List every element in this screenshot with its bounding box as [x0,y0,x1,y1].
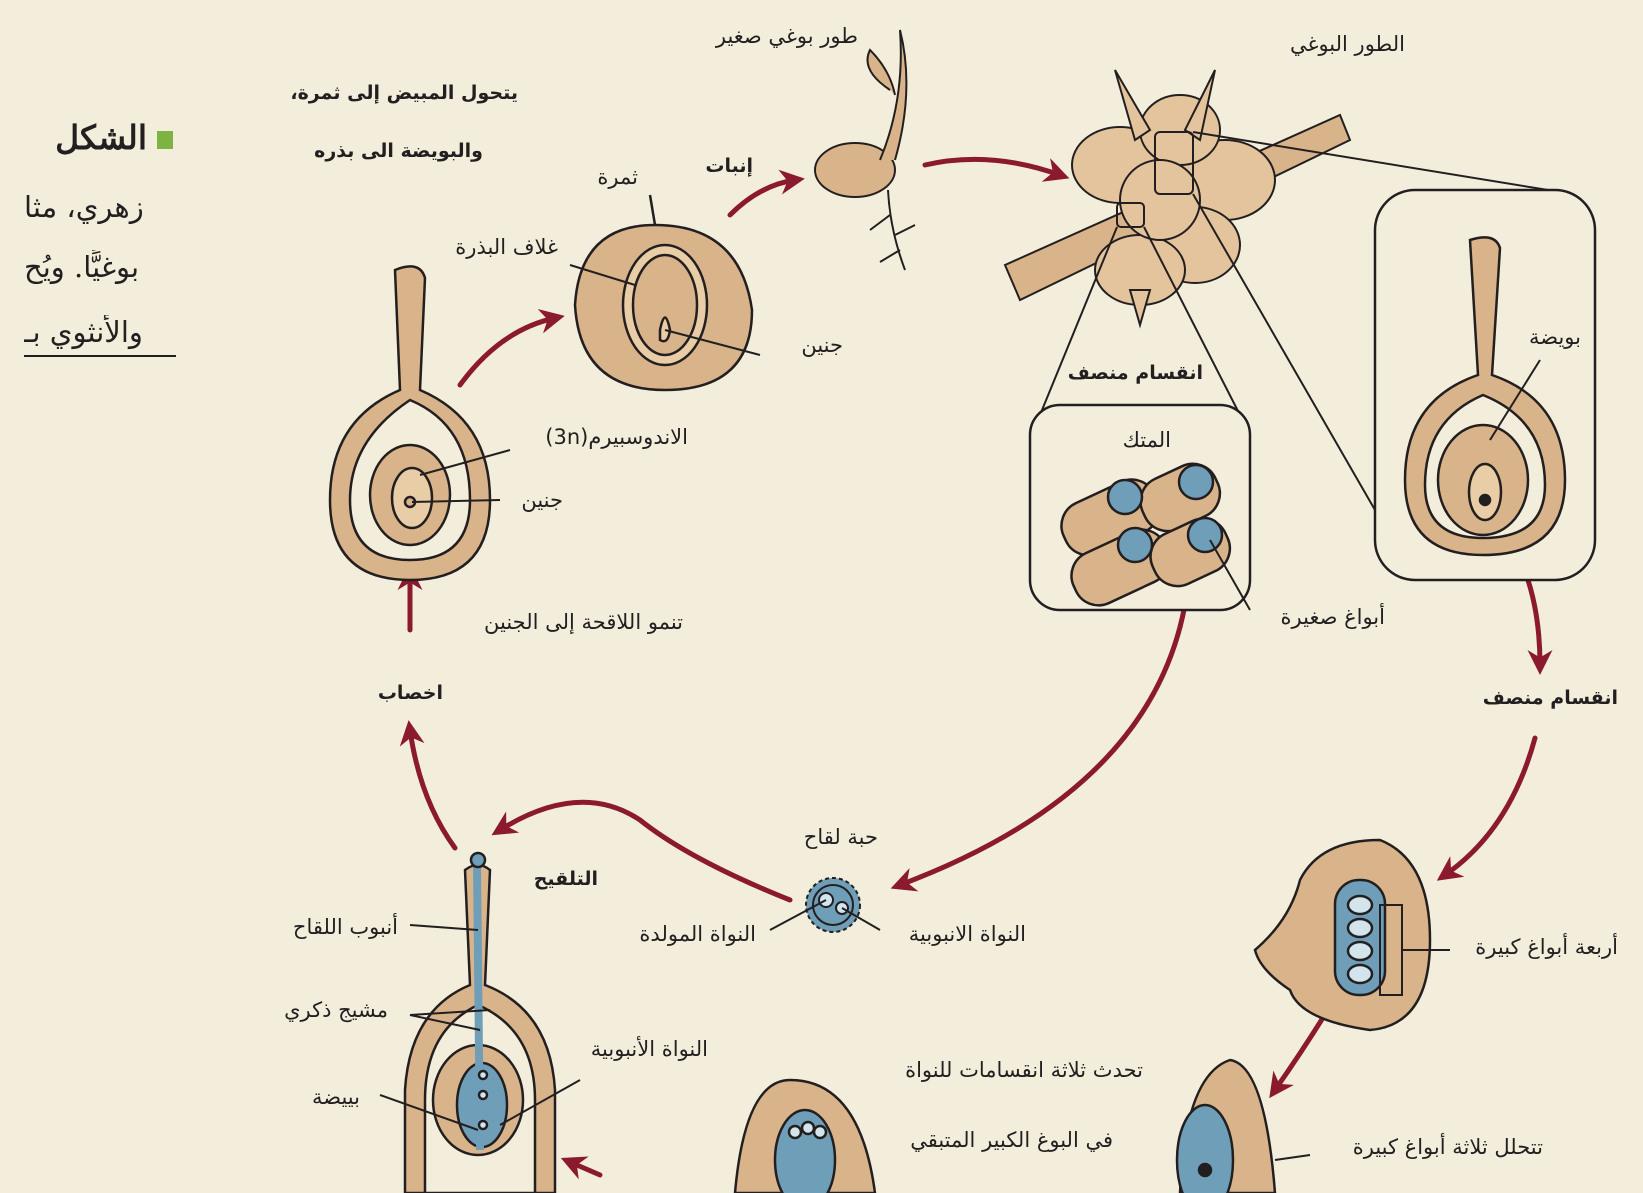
pollen-leaders [769,899,881,931]
microspore-leader [1209,539,1251,611]
pollination-leaders [379,924,581,1131]
label-sporophyte: الطور البوغي [1289,32,1405,56]
label-egg: بييضة [312,1085,360,1109]
megaspore-ovule [1253,838,1432,1032]
pollen-grain [805,877,861,933]
green-square-icon [157,131,173,149]
label-three-megaspores-degenerate: تتحلل ثلاثة أبواغ كبيرة [1352,1135,1543,1159]
zoom-lines [1039,131,1549,511]
label-male-gametophyte: مشيج ذكري [284,998,388,1022]
fruit-leaders [569,264,761,356]
label-germination: إنبات [705,155,753,177]
ovule-leader [1489,359,1541,441]
label-meiosis-anther: انقسام منصف [1067,362,1203,384]
label-three-divisions-1: تحدث ثلاثة انقسامات للنواة [905,1058,1143,1082]
arrow-to-pollen [890,557,1193,892]
ovule-leaders [411,449,511,503]
fruit-seed [573,194,754,392]
label-three-divisions-2: في البوغ الكبير المتبقي [910,1128,1113,1152]
ovule-box [1373,188,1597,582]
label-meiosis-ovule: انقسام منصف [1482,687,1618,709]
arrow-bottom [560,1156,603,1180]
sidebar-line-3: والأنثوي بـ [24,315,176,357]
label-generative-nucleus: النواة المولدة [639,922,756,946]
label-pollination: التلقيح [533,868,598,890]
arrow-fertilization [399,720,458,851]
sporophyte-flower [1003,69,1352,329]
sidebar-line-2: بوغيًّا. ويُح [24,250,140,284]
label-tube-nucleus: النواة الانبوبية [908,922,1026,946]
label-tube-nucleus-2: النواة الأنبوبية [590,1037,708,1061]
label-ovule: بويضة [1528,325,1581,349]
ovule-with-embryo [328,265,492,582]
arrow-germination [727,169,805,218]
label-microspores: أبواغ صغيرة [1280,605,1385,629]
label-embryo-ovule: جنين [521,488,563,512]
anther-box [1028,403,1252,612]
label-ovary-to-fruit-1: يتحول المبيض إلى ثمرة، [290,82,518,104]
label-fruit: ثمرة [597,165,638,189]
arrow-to-pollination [491,799,793,903]
young-sporophyte [814,29,916,271]
label-endosperm: الاندوسبيرم(3n) [545,425,688,449]
arrow-to-fruit [457,308,565,388]
sidebar-line-1: زهري، مثا [24,190,144,224]
pollination-ovule [403,851,557,1193]
label-young-sporophyte: طور بوغي صغير [715,24,858,48]
label-fertilization: اخصاب [377,682,443,704]
bottom-ovule-left [733,1078,877,1193]
label-embryo-seed: جنين [801,333,843,357]
label-pollen-tube: أنبوب اللقاح [292,915,398,939]
arrow-to-megaspores [1436,735,1538,881]
label-seed-coat: غلاف البذرة [455,235,558,259]
label-zygote-grows: تنمو اللاقحة إلى الجنين [484,610,683,634]
label-four-megaspores: أربعة أبواغ كبيرة [1475,935,1618,959]
bottom-leader [1274,1154,1311,1161]
arrow-to-sporophyte [922,156,1070,182]
label-pollen-grain: حبة لقاح [803,825,878,849]
bottom-ovule-right [1175,1058,1277,1193]
label-anther: المتك [1122,428,1171,452]
label-ovary-to-fruit-2: والبويضة الى بذره [314,140,483,162]
figure-title: الشكل [55,118,173,157]
